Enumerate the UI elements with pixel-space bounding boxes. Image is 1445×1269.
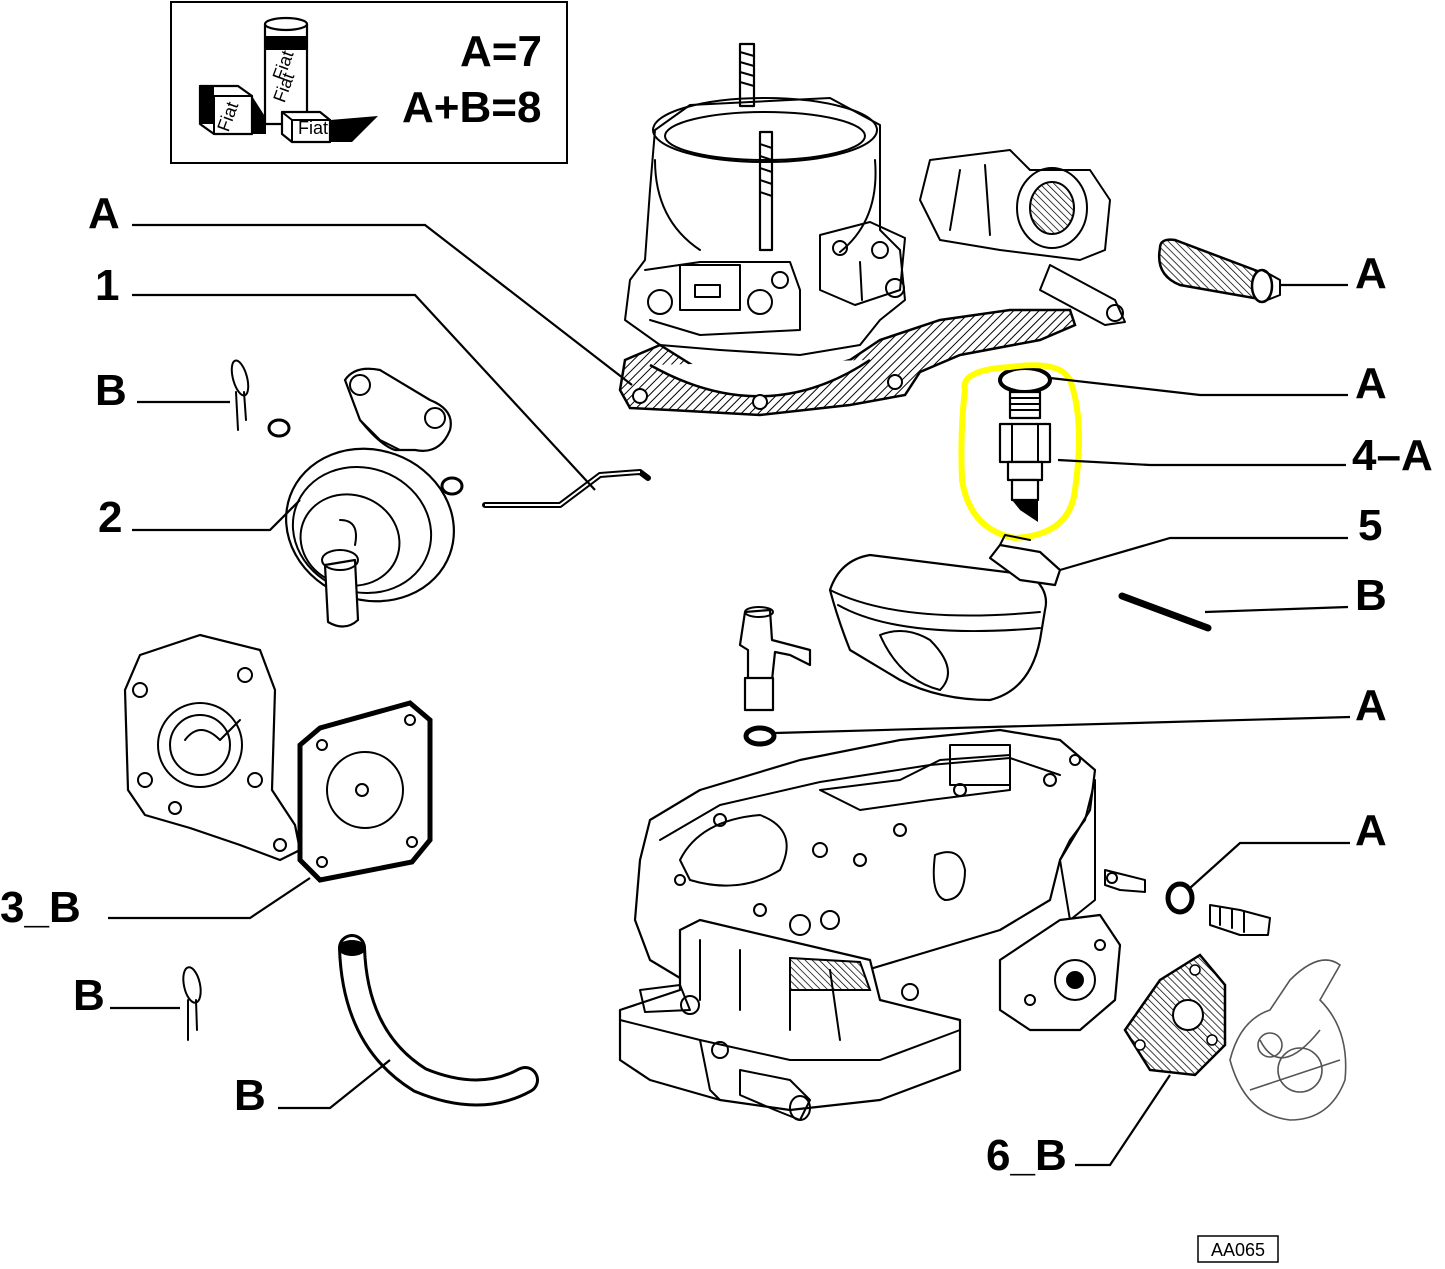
needle-valve [998,366,1052,522]
split-pin-top [230,359,250,431]
kit-box-icon: Fiat Fiat Fiat Fiat [198,16,378,144]
kit-box: Fiat Fiat Fiat Fiat A=7 A+B=8 [170,1,568,164]
label-a-filter: A [1355,249,1387,298]
label-b-hose: B [234,1071,266,1120]
vacuum-diaphragm [267,367,464,628]
fuel-filter [1157,238,1281,304]
label-4-a: 4–A [1352,431,1433,480]
small-screw-parts [1104,869,1271,936]
label-5: 5 [1358,501,1382,550]
kit-count-a-plus-b: A+B=8 [402,83,541,132]
label-1: 1 [95,261,119,310]
label-a-gasket-top: A [88,189,120,238]
split-pin-bottom [182,966,202,1041]
label-3-b: 3_B [0,883,81,932]
pump-cover [123,633,302,862]
label-a-needle-seat: A [1355,359,1387,408]
leader-lines [108,223,1351,1167]
label-6-b: 6_B [986,1131,1067,1180]
label-b-float-pin: B [1355,571,1387,620]
needle-valve-highlight [958,362,1082,542]
seal-ring [1165,881,1195,915]
label-a-washer: A [1355,681,1387,730]
float [828,534,1062,702]
label-b-pin-top: B [95,366,127,415]
kit-count-a: A=7 [460,27,542,76]
reference-code-box: AA065 [1197,1235,1279,1263]
accelerator-pump-assembly [1229,959,1347,1121]
label-2: 2 [98,493,122,542]
callout-labels: A 1 B 2 3_B B B A A 4–A 5 B A A 6_B [0,189,1433,1180]
kit-product-text-4: Fiat [298,118,328,138]
label-a-seal: A [1355,806,1387,855]
reference-code: AA065 [1211,1240,1265,1260]
pump-gasket [297,700,433,883]
carburetor-main-body [618,728,1122,1121]
float-pin [1118,592,1212,632]
small-jet [738,606,812,712]
carburetor-cover [618,42,1126,417]
cover-plate [1123,953,1227,1077]
washer [743,725,777,747]
label-b-pin-bottom: B [73,971,105,1020]
